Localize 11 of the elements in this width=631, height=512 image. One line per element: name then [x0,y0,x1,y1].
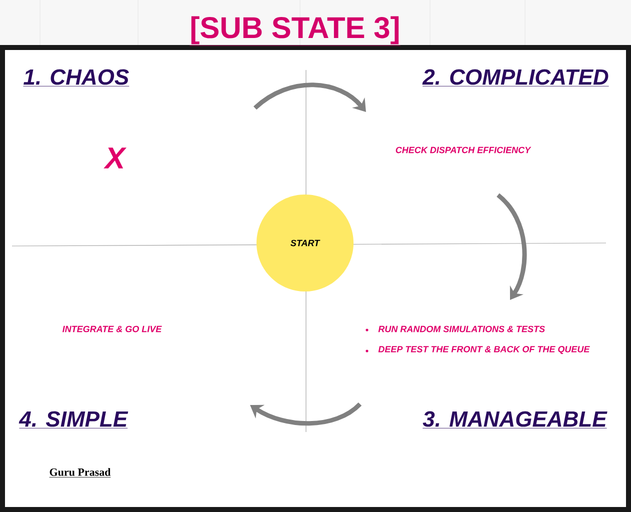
quadrant-heading: 3. MANAGEABLE [422,411,608,428]
quadrant-heading: 4. SIMPLE [18,411,128,428]
quadrant-heading: 1. CHAOS [23,69,130,86]
title: [SUB STATE 3] [190,16,400,46]
bullet-item: RUN RANDOM SIMULATIONS & TESTS [378,326,545,332]
step-text: CHECK DISPATCH EFFICIENCY [396,146,532,154]
bullet-item: DEEP TEST THE FRONT & BACK OF THE QUEUE [378,346,590,354]
cross-mark: X [104,148,126,168]
step-text: INTEGRATE & GO LIVE [62,326,162,332]
author-name: Guru Prasad [49,468,111,478]
quadrant-heading: 2. COMPLICATED [422,69,609,86]
